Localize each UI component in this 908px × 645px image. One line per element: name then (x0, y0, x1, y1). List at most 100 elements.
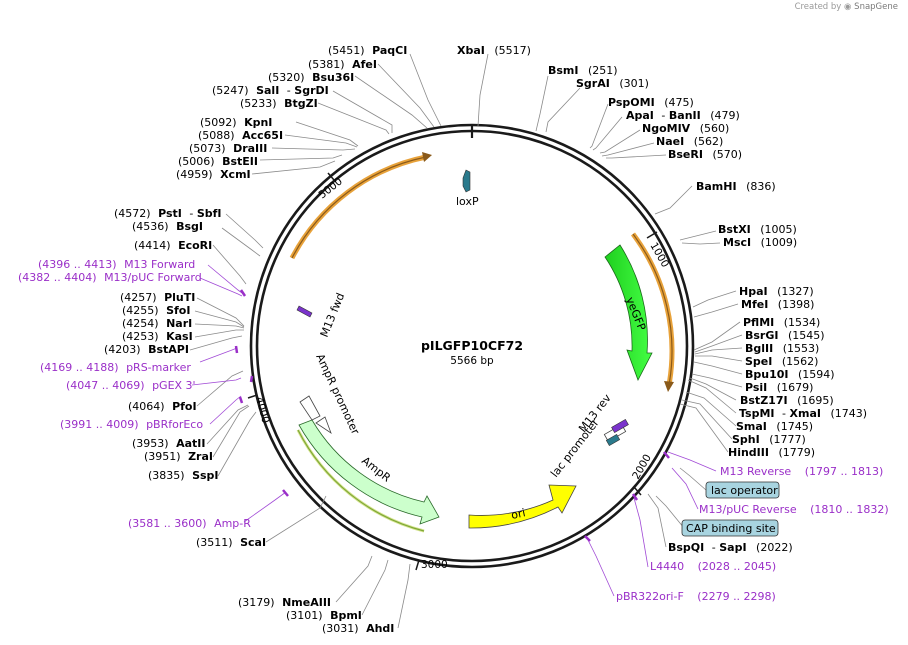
site-NgoMIV[interactable]: NgoMIV (560) (642, 122, 729, 135)
feature-M13-rev[interactable]: M13 rev (576, 391, 629, 435)
site-XcmI[interactable]: (4959) XcmI (176, 168, 251, 181)
svg-text:(4255) SfoI: (4255) SfoI (122, 304, 190, 317)
site-PfoI[interactable]: (4064) PfoI (128, 400, 197, 413)
boxed-feature-CAP-binding-site[interactable]: CAP binding site (681, 519, 779, 537)
site-SmaI[interactable]: SmaI (1745) (736, 420, 813, 433)
feature-ori[interactable]: ori (468, 484, 577, 529)
feature-yeGFP[interactable]: yeGFP (604, 244, 653, 381)
primer-pRS-marker[interactable]: (4169 .. 4188) pRS-marker (40, 361, 191, 374)
site-BtgZI[interactable]: (5233) BtgZI (240, 97, 318, 110)
site-BamHI[interactable]: BamHI (836) (696, 180, 776, 193)
svg-text:(3031) AhdI: (3031) AhdI (322, 622, 394, 635)
leader-lines-right (647, 290, 743, 548)
primer-L4440[interactable]: L4440 (2028 .. 2045) (650, 560, 776, 573)
primer-Amp-R[interactable]: (3581 .. 3600) Amp-R (128, 517, 251, 530)
svg-text:pBR322ori-F (2279 .. 2298): pBR322ori-F (2279 .. 2298) (616, 590, 776, 603)
site-TspMI[interactable]: TspMI - XmaI (1743) (739, 407, 867, 420)
site-BseRI[interactable]: BseRI (570) (668, 148, 742, 161)
svg-text:(5320) Bsu36I: (5320) Bsu36I (268, 71, 354, 84)
svg-text:BsmI (251): BsmI (251) (548, 64, 618, 77)
svg-text:(4572) PstI - SbfI: (4572) PstI - SbfI (114, 207, 222, 220)
site-SphI[interactable]: SphI (1777) (732, 433, 806, 446)
site-PaqCI[interactable]: (5451) PaqCI (328, 44, 407, 57)
primer-M13-pUC-Forward[interactable]: (4382 .. 4404) M13/pUC Forward (18, 271, 202, 284)
site-PstI[interactable]: (4572) PstI - SbfI (114, 207, 222, 220)
site-XbaI[interactable]: XbaI (5517) (457, 44, 531, 57)
tick-label-4000: 4000 (253, 396, 272, 425)
svg-text:(4064) PfoI: (4064) PfoI (128, 400, 197, 413)
site-MscI[interactable]: MscI (1009) (723, 236, 797, 249)
site-BglII[interactable]: BglII (1553) (745, 342, 819, 355)
site-EcoRI[interactable]: (4414) EcoRI (134, 239, 212, 252)
site-ScaI[interactable]: (3511) ScaI (196, 536, 266, 549)
primer-pBR322ori-F[interactable]: pBR322ori-F (2279 .. 2298) (616, 590, 776, 603)
site-AfeI[interactable]: (5381) AfeI (308, 58, 377, 71)
svg-text:(4169 .. 4188) pRS-marker: (4169 .. 4188) pRS-marker (40, 361, 191, 374)
site-ZraI[interactable]: (3951) ZraI (144, 450, 213, 463)
site-Acc65I[interactable]: (5088) Acc65I (198, 129, 283, 142)
svg-text:BstXI (1005): BstXI (1005) (718, 223, 797, 236)
site-SfoI[interactable]: (4255) SfoI (122, 304, 190, 317)
site-ApaI[interactable]: ApaI - BanII (479) (626, 109, 740, 122)
svg-text:BspQI - SapI (2022): BspQI - SapI (2022) (668, 541, 793, 554)
site-SspI[interactable]: (3835) SspI (148, 469, 219, 482)
feature-M13-fwd[interactable]: M13 fwd (296, 291, 347, 339)
site-BsmI[interactable]: BsmI (251) (548, 64, 618, 77)
site-MfeI[interactable]: MfeI (1398) (741, 298, 814, 311)
site-Bsu36I[interactable]: (5320) Bsu36I (268, 71, 354, 84)
site-Bpu10I[interactable]: Bpu10I (1594) (745, 368, 835, 381)
site-BstAPI[interactable]: (4203) BstAPI (104, 343, 189, 356)
site-BsgI[interactable]: (4536) BsgI (132, 220, 203, 233)
primer-M13-pUC-Reverse[interactable]: M13/pUC Reverse (1810 .. 1832) (699, 503, 889, 516)
orange-arc-right-head (664, 381, 674, 392)
site-AhdI[interactable]: (3031) AhdI (322, 622, 394, 635)
site-KpnI[interactable]: (5092) KpnI (200, 116, 272, 129)
site-PflMI[interactable]: PflMI (1534) (743, 316, 820, 329)
site-BstXI[interactable]: BstXI (1005) (718, 223, 797, 236)
site-SpeI[interactable]: SpeI (1562) (745, 355, 818, 368)
credit-text: Created by (794, 2, 842, 12)
svg-text:(3951) ZraI: (3951) ZraI (144, 450, 213, 463)
site-PsiI[interactable]: PsiI (1679) (745, 381, 813, 394)
site-BpmI[interactable]: (3101) BpmI (286, 609, 362, 622)
ampr-outer-arc (296, 429, 425, 533)
site-BsrGI[interactable]: BsrGI (1545) (745, 329, 825, 342)
svg-text:(4414) EcoRI: (4414) EcoRI (134, 239, 212, 252)
primer-M13-Reverse[interactable]: M13 Reverse (1797 .. 1813) (720, 465, 883, 478)
site-PspOMI[interactable]: PspOMI (475) (608, 96, 694, 109)
svg-text:(3835) SspI: (3835) SspI (148, 469, 219, 482)
svg-text:(3953) AatII: (3953) AatII (132, 437, 205, 450)
svg-text:BglII (1553): BglII (1553) (745, 342, 819, 355)
plasmid-size: 5566 bp (450, 355, 494, 367)
site-HindIII[interactable]: HindIII (1779) (728, 446, 815, 459)
site-AatII[interactable]: (3953) AatII (132, 437, 205, 450)
site-NarI[interactable]: (4254) NarI (122, 317, 192, 330)
svg-text:PspOMI (475): PspOMI (475) (608, 96, 694, 109)
site-BstEII[interactable]: (5006) BstEII (178, 155, 258, 168)
feature-label-loxP: loxP (456, 195, 479, 208)
site-PluTI[interactable]: (4257) PluTI (120, 291, 195, 304)
site-NaeI[interactable]: NaeI (562) (656, 135, 723, 148)
site-DraIII[interactable]: (5073) DraIII (189, 142, 267, 155)
site-HpaI[interactable]: HpaI (1327) (739, 285, 814, 298)
boxed-feature-lac-operator[interactable]: lac operator (705, 481, 780, 499)
svg-text:(3101) BpmI: (3101) BpmI (286, 609, 362, 622)
svg-text:(4254) NarI: (4254) NarI (122, 317, 192, 330)
svg-text:TspMI - XmaI (1743): TspMI - XmaI (1743) (739, 407, 867, 420)
primer-M13-Forward[interactable]: (4396 .. 4413) M13 Forward (38, 258, 195, 271)
plasmid-name: pILGFP10CF72 (421, 338, 523, 353)
primer-pGEX-3[interactable]: (4047 .. 4069) pGEX 3' (66, 379, 196, 392)
site-BspQI[interactable]: BspQI - SapI (2022) (668, 541, 793, 554)
svg-text:(4959) XcmI: (4959) XcmI (176, 168, 251, 181)
svg-text:(3179) NmeAIII: (3179) NmeAIII (238, 596, 331, 609)
site-SgrAI[interactable]: SgrAI (301) (576, 77, 649, 90)
site-NmeAIII[interactable]: (3179) NmeAIII (238, 596, 331, 609)
site-KasI[interactable]: (4253) KasI (122, 330, 193, 343)
orange-arc-right-line (632, 233, 673, 386)
svg-text:(3581 .. 3600) Amp-R: (3581 .. 3600) Amp-R (128, 517, 251, 530)
site-SalI[interactable]: (5247) SalI - SgrDI (212, 84, 329, 97)
feature-loxP[interactable]: loxP (456, 169, 479, 208)
primer-pBRforEco[interactable]: (3991 .. 4009) pBRforEco (60, 418, 203, 431)
site-BstZ17I[interactable]: BstZ17I (1695) (740, 394, 834, 407)
